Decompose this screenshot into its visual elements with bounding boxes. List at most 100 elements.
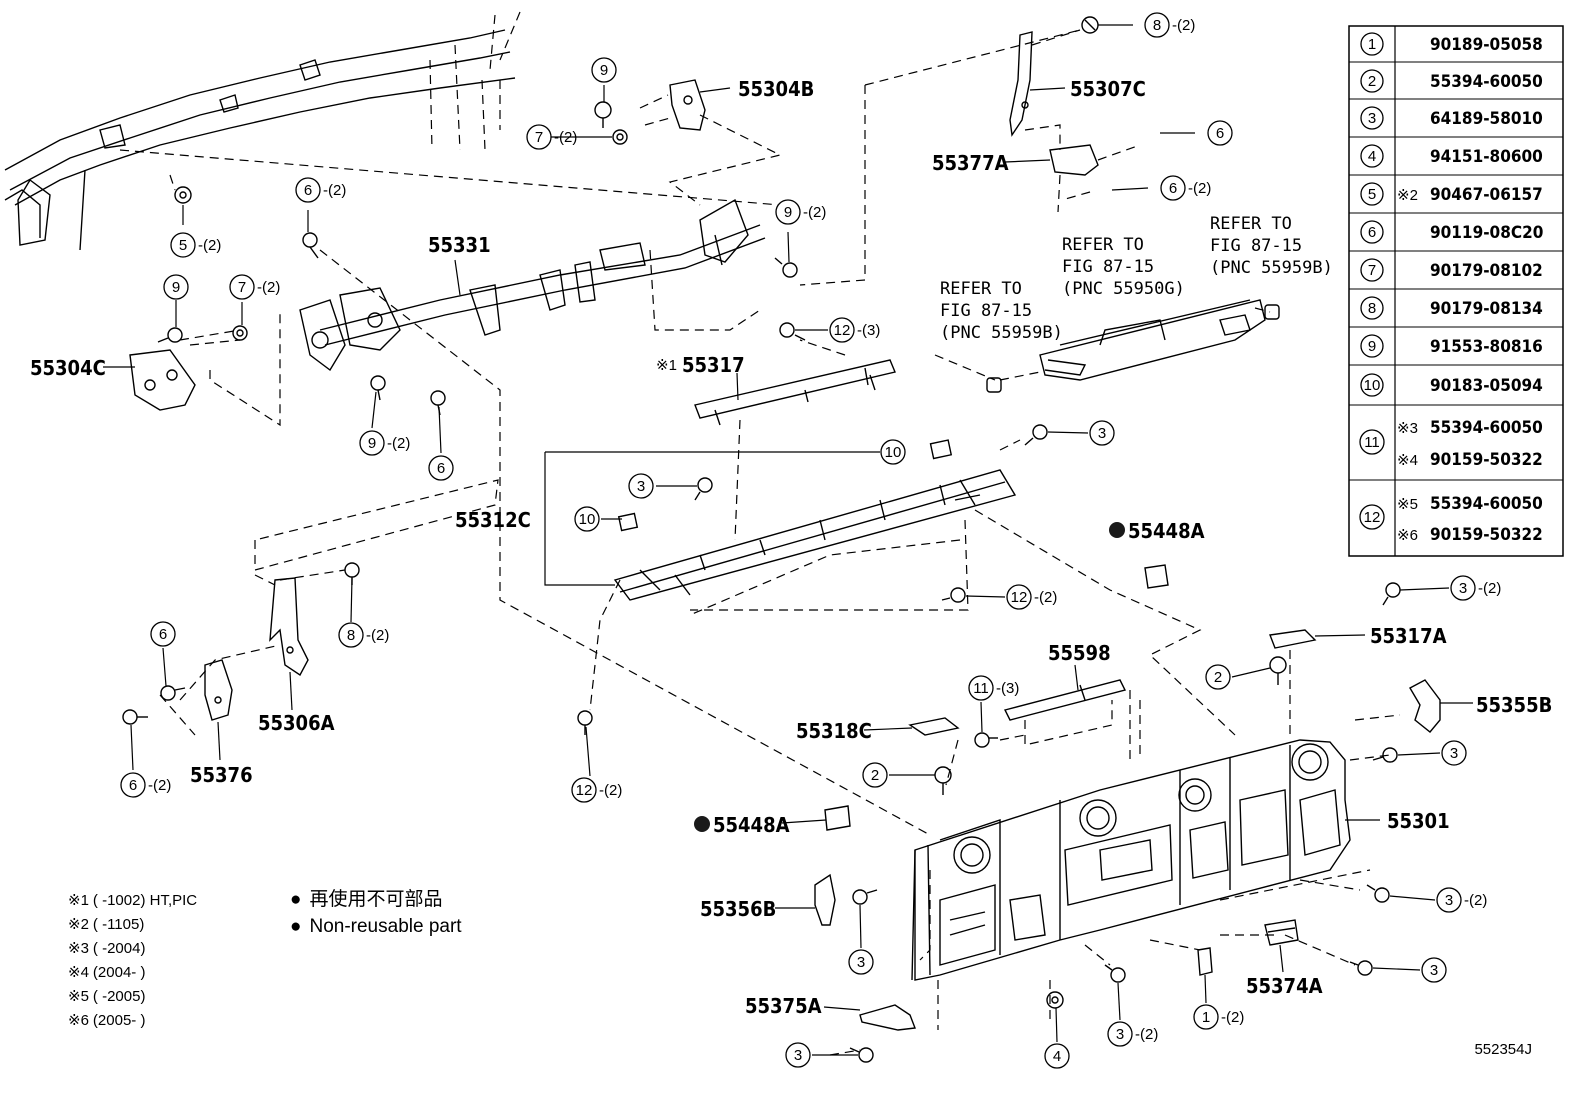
svg-text:7: 7 bbox=[535, 129, 543, 146]
reinforcement-beam-55331 bbox=[299, 198, 766, 372]
callout: 9 bbox=[591, 57, 617, 83]
svg-text:3: 3 bbox=[1098, 425, 1106, 442]
bracket-55304B bbox=[639, 79, 782, 206]
callout: 6 bbox=[428, 455, 454, 481]
non-reusable-bullet-icon bbox=[694, 816, 710, 832]
svg-text:9: 9 bbox=[784, 204, 792, 221]
svg-text:90159-50322: 90159-50322 bbox=[1430, 525, 1543, 545]
svg-text:6: 6 bbox=[129, 777, 137, 794]
callout: 2 bbox=[862, 762, 888, 788]
svg-text:9: 9 bbox=[600, 62, 608, 79]
svg-text:※6: ※6 bbox=[1397, 527, 1418, 544]
svg-text:-(2): -(2) bbox=[198, 237, 221, 254]
svg-text:-(2): -(2) bbox=[148, 777, 171, 794]
label-55375A: 55375A bbox=[745, 994, 822, 1018]
notes: ※1( -1002) HT,PIC ※2( -1105) ※3( -2004) … bbox=[68, 892, 197, 1029]
svg-text:FIG 87-15: FIG 87-15 bbox=[1062, 257, 1154, 277]
screw-icon bbox=[852, 889, 878, 905]
pads-55448A bbox=[824, 564, 1169, 831]
callout: 3-(2) bbox=[1107, 1021, 1158, 1047]
bracket-55312C bbox=[613, 439, 1017, 601]
callout: 3 bbox=[1089, 420, 1115, 446]
svg-text:4: 4 bbox=[1368, 148, 1376, 165]
table-row: 8 90179-08134 bbox=[1360, 296, 1543, 320]
svg-text:91553-80816: 91553-80816 bbox=[1430, 337, 1543, 357]
svg-text:9: 9 bbox=[172, 279, 180, 296]
svg-text:3: 3 bbox=[1116, 1026, 1124, 1043]
instrument-panel-55301 bbox=[911, 739, 1351, 981]
svg-text:90467-06157: 90467-06157 bbox=[1430, 185, 1543, 205]
callout: 10 bbox=[880, 439, 906, 465]
legend: ●再使用不可部品 ●Non-reusable part bbox=[290, 888, 462, 937]
body-panel-outline bbox=[4, 11, 521, 251]
svg-text:※1( -1002) HT,PIC: ※1( -1002) HT,PIC bbox=[68, 892, 197, 909]
label-55312C: 55312C bbox=[455, 508, 531, 532]
svg-text:5: 5 bbox=[1368, 186, 1376, 203]
svg-text:-(2): -(2) bbox=[1188, 180, 1211, 197]
svg-text:(PNC 55950G): (PNC 55950G) bbox=[1062, 279, 1185, 299]
svg-text:8: 8 bbox=[347, 627, 355, 644]
svg-text:※5: ※5 bbox=[1397, 496, 1418, 513]
svg-text:4: 4 bbox=[1053, 1048, 1061, 1065]
callout: 3 bbox=[785, 1042, 811, 1068]
svg-text:90189-05058: 90189-05058 bbox=[1430, 35, 1543, 55]
label-55355B: 55355B bbox=[1476, 693, 1552, 717]
callout: 9 bbox=[163, 274, 189, 300]
screw-icon bbox=[1104, 964, 1126, 983]
svg-text:6: 6 bbox=[1368, 224, 1376, 241]
svg-text:2: 2 bbox=[1214, 669, 1222, 686]
screw-icon bbox=[974, 732, 998, 748]
svg-text:5: 5 bbox=[179, 237, 187, 254]
callout: 4 bbox=[1044, 1043, 1070, 1069]
bracket-1 bbox=[1197, 947, 1213, 976]
nut-icon bbox=[1046, 991, 1064, 1009]
callout: 3-(2) bbox=[1450, 575, 1501, 601]
svg-text:8: 8 bbox=[1368, 300, 1376, 317]
svg-text:9: 9 bbox=[1368, 338, 1376, 355]
svg-text:-(2): -(2) bbox=[1172, 17, 1195, 34]
svg-text:12: 12 bbox=[1011, 589, 1028, 606]
callout: 8-(2) bbox=[1144, 12, 1195, 38]
label-55376: 55376 bbox=[190, 763, 253, 787]
label-55377A: 55377A bbox=[932, 151, 1009, 175]
svg-text:90179-08134: 90179-08134 bbox=[1430, 299, 1543, 319]
screw-icon bbox=[370, 375, 386, 401]
screw-icon bbox=[1366, 884, 1390, 903]
screw-icon bbox=[430, 390, 446, 416]
callout: 3 bbox=[848, 949, 874, 975]
svg-text:※2: ※2 bbox=[1397, 187, 1418, 204]
svg-text:3: 3 bbox=[1459, 580, 1467, 597]
callout: 5 -(2) bbox=[170, 232, 221, 258]
svg-text:●再使用不可部品: ●再使用不可部品 bbox=[290, 888, 443, 910]
svg-text:-(2): -(2) bbox=[803, 204, 826, 221]
screw-icon bbox=[577, 710, 593, 735]
svg-text:10: 10 bbox=[579, 511, 596, 528]
bracket-55317 bbox=[694, 359, 896, 426]
svg-text:11: 11 bbox=[973, 680, 989, 697]
svg-text:12: 12 bbox=[576, 782, 593, 799]
svg-text:※2( -1105): ※2( -1105) bbox=[68, 916, 144, 933]
label-55331: 55331 bbox=[428, 233, 491, 257]
label-55304B: 55304B bbox=[738, 77, 814, 101]
svg-text:※5( -2005): ※5( -2005) bbox=[68, 988, 145, 1005]
non-reusable-bullet-icon: ● bbox=[290, 889, 301, 910]
screw-icon bbox=[122, 709, 148, 725]
label-55317-mark: ※1 bbox=[656, 357, 677, 374]
label-55304C: 55304C bbox=[30, 356, 106, 380]
screw-icon bbox=[1269, 656, 1287, 685]
svg-text:6: 6 bbox=[437, 460, 445, 477]
non-reusable-bullet-icon: ● bbox=[290, 916, 301, 937]
svg-text:55394-60050: 55394-60050 bbox=[1430, 494, 1543, 514]
table-row: 5 ※2 90467-06157 bbox=[1360, 182, 1543, 206]
svg-text:※6(2005- ): ※6(2005- ) bbox=[68, 1012, 145, 1029]
callout: 6 bbox=[1207, 120, 1233, 146]
screw-icon bbox=[1372, 747, 1398, 763]
